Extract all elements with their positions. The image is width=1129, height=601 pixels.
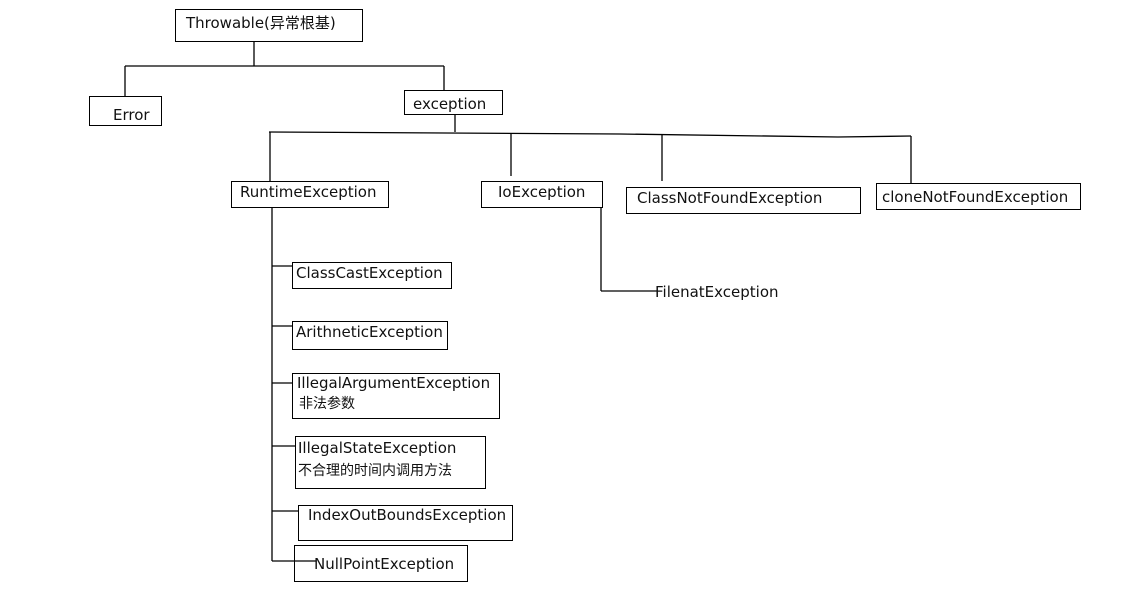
node-illegal-argument-exception-note: 非法参数	[299, 396, 355, 412]
node-null-point-exception: NullPointException	[294, 545, 468, 582]
node-exception: exception	[404, 90, 503, 115]
node-null-point-exception-label: NullPointException	[314, 555, 455, 573]
node-runtime-exception: RuntimeException	[231, 181, 389, 208]
node-clone-not-found-exception-label: cloneNotFoundException	[882, 188, 1069, 206]
node-illegal-argument-exception: IllegalArgumentException 非法参数	[292, 373, 500, 419]
node-filenat-exception-label: FilenatException	[655, 283, 779, 301]
node-class-not-found-exception-label: ClassNotFoundException	[637, 189, 823, 207]
node-exception-label: exception	[413, 95, 487, 113]
node-index-out-bounds-exception: IndexOutBoundsException	[298, 505, 513, 541]
node-class-not-found-exception: ClassNotFoundException	[626, 187, 861, 214]
node-io-exception: IoException	[481, 181, 603, 208]
node-filenat-exception: FilenatException	[655, 283, 779, 301]
node-illegal-state-exception-label: IllegalStateException	[298, 439, 457, 457]
node-class-cast-exception: ClassCastException	[292, 262, 452, 289]
node-arithnetic-exception: ArithneticException	[292, 321, 448, 350]
node-clone-not-found-exception: cloneNotFoundException	[876, 183, 1081, 210]
node-class-cast-exception-label: ClassCastException	[296, 264, 443, 282]
node-index-out-bounds-exception-label: IndexOutBoundsException	[308, 506, 507, 524]
node-error-label: Error	[113, 106, 150, 124]
node-error: Error	[89, 96, 162, 126]
node-illegal-argument-exception-label: IllegalArgumentException	[297, 374, 491, 392]
node-illegal-state-exception: IllegalStateException 不合理的时间内调用方法	[295, 436, 486, 489]
node-arithnetic-exception-label: ArithneticException	[296, 323, 443, 341]
node-throwable: Throwable(异常根基)	[175, 9, 363, 42]
node-runtime-exception-label: RuntimeException	[240, 183, 377, 201]
node-illegal-state-exception-note: 不合理的时间内调用方法	[298, 463, 452, 479]
connector-exception-bar	[268, 131, 912, 138]
node-io-exception-label: IoException	[498, 183, 586, 201]
node-throwable-label: Throwable(异常根基)	[186, 14, 336, 32]
